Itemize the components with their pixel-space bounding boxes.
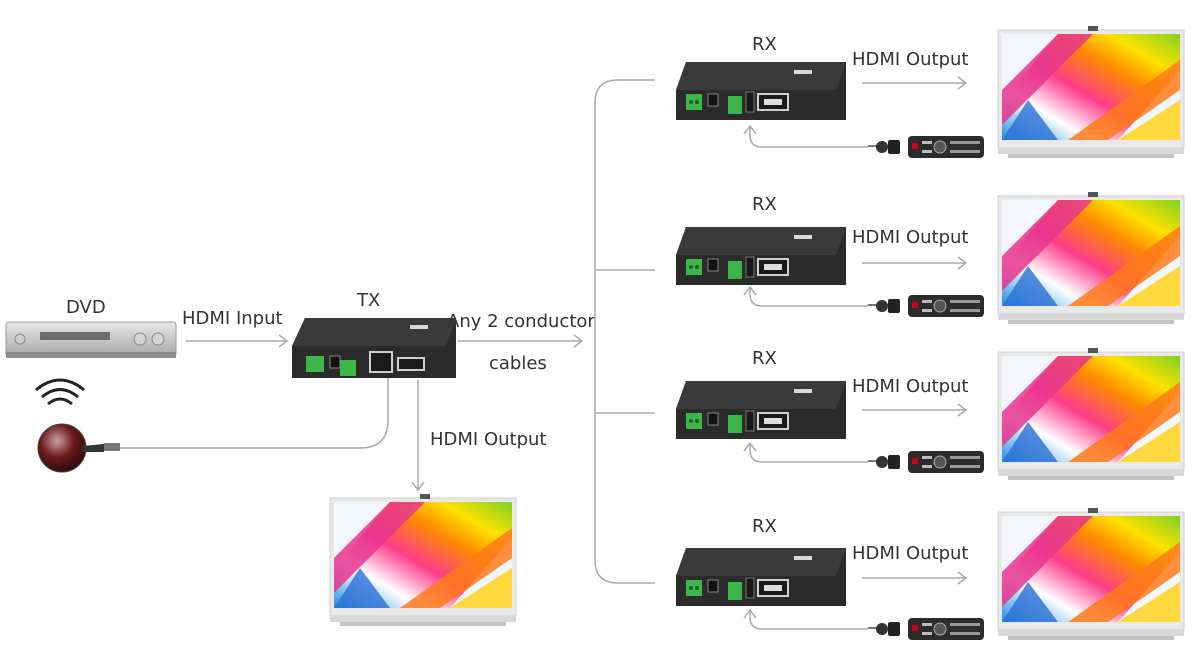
hdmi-input-label: HDMI Input bbox=[182, 308, 283, 329]
receiver-1 bbox=[675, 25, 1185, 159]
receiver-4 bbox=[675, 507, 1185, 641]
tx-output-arrow bbox=[411, 380, 425, 492]
rx-2-output-label: HDMI Output bbox=[852, 227, 968, 248]
distribution-bracket bbox=[594, 79, 655, 584]
cable-label-line2: cables bbox=[489, 353, 547, 374]
receiver-3 bbox=[675, 347, 1185, 481]
rx-3-label: RX bbox=[752, 348, 777, 369]
ir-extender bbox=[35, 376, 389, 473]
tx-label: TX bbox=[356, 290, 380, 311]
hdmi-input-arrow bbox=[186, 334, 289, 348]
receiver-2 bbox=[675, 191, 1185, 325]
cable-arrow bbox=[458, 334, 584, 348]
rx-1-label: RX bbox=[752, 34, 777, 55]
tx-local-tv bbox=[329, 493, 517, 627]
rx-4-output-label: HDMI Output bbox=[852, 543, 968, 564]
rx-4-label: RX bbox=[752, 516, 777, 537]
rx-2-label: RX bbox=[752, 194, 777, 215]
tx-hdmi-output-label: HDMI Output bbox=[430, 429, 546, 450]
cable-label-line1: Any 2 conductor bbox=[447, 311, 595, 332]
dvd-label: DVD bbox=[66, 297, 106, 318]
dvd-player bbox=[5, 321, 177, 358]
rx-1-output-label: HDMI Output bbox=[852, 49, 968, 70]
tx-device bbox=[292, 318, 456, 378]
rx-3-output-label: HDMI Output bbox=[852, 376, 968, 397]
